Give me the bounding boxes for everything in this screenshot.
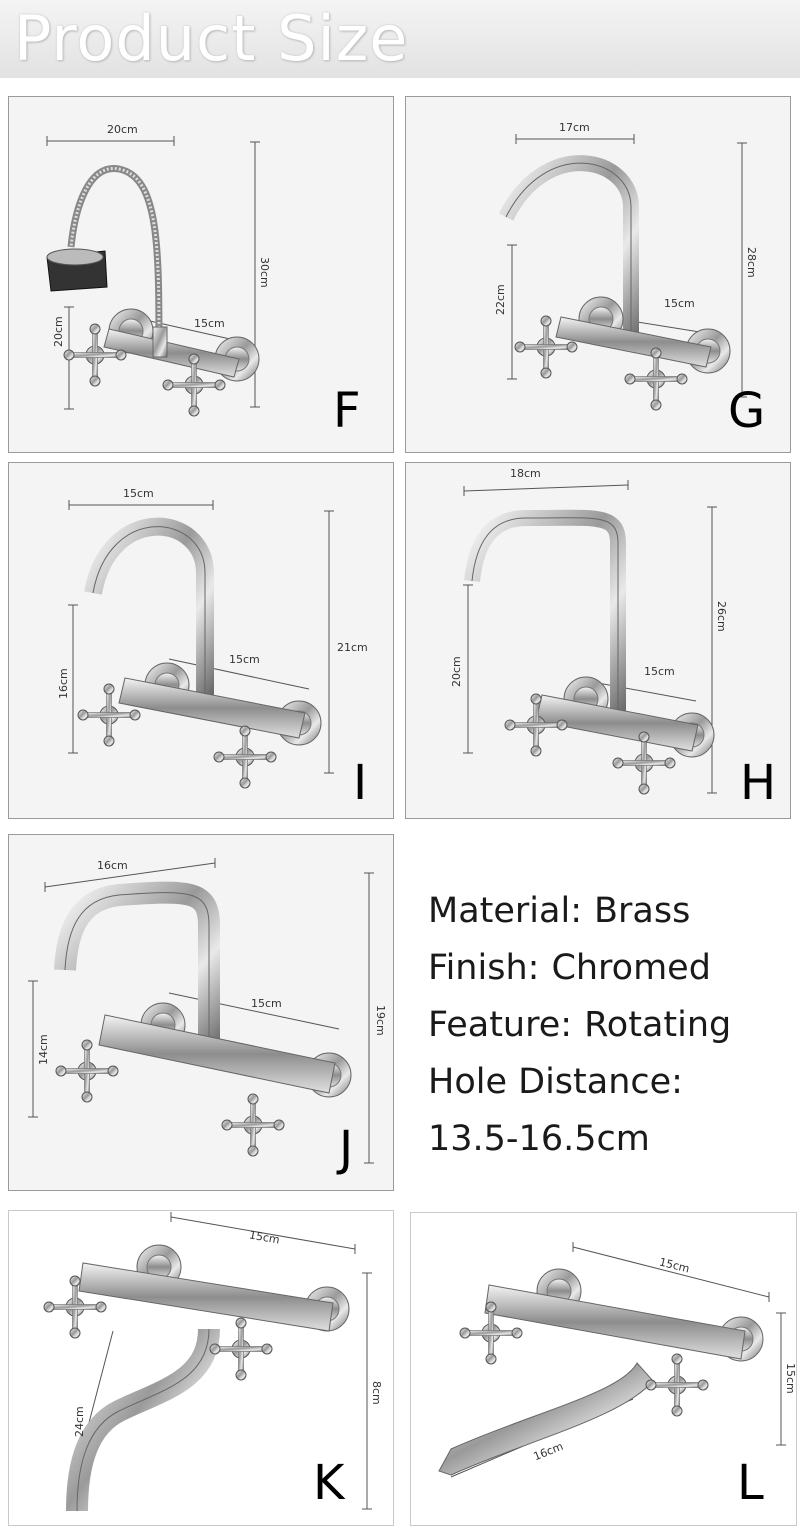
spec-label: Finish: bbox=[428, 948, 540, 988]
panel-letter: K bbox=[313, 1455, 345, 1511]
spec-hole-distance: Hole Distance: bbox=[428, 1054, 731, 1111]
dim-spout-height: 20cm bbox=[52, 316, 65, 347]
dim-width: 18cm bbox=[510, 467, 541, 480]
spec-list: Material: Brass Finish: Chromed Feature: Ro… bbox=[428, 883, 731, 1168]
faucet-panel-j: 16cm 19cm 14cm 15cm J bbox=[8, 834, 394, 1191]
dim-height: 19cm bbox=[374, 1005, 387, 1036]
dim-height: 15cm bbox=[784, 1363, 797, 1394]
dim-spout-height: 16cm bbox=[57, 668, 70, 699]
faucet-k-illustration bbox=[43, 1212, 372, 1512]
faucet-f-illustration bbox=[46, 136, 260, 417]
spec-value: 13.5-16.5cm bbox=[428, 1119, 650, 1159]
faucet-panel-g: 17cm 28cm 22cm 15cm G bbox=[405, 96, 791, 453]
panel-letter: L bbox=[737, 1455, 764, 1511]
dim-hole-distance: 15cm bbox=[194, 317, 225, 330]
spec-finish: Finish: Chromed bbox=[428, 940, 731, 997]
dim-width: 15cm bbox=[123, 487, 154, 500]
dim-height: 26cm bbox=[715, 601, 728, 632]
faucet-panel-f: 20cm 30cm 20cm 15cm F bbox=[8, 96, 394, 453]
faucet-panel-l: 15cm 15cm 16cm L bbox=[410, 1212, 797, 1526]
dim-hole-distance: 15cm bbox=[644, 665, 675, 678]
dim-height: 28cm bbox=[745, 247, 758, 278]
dim-hole-distance: 15cm bbox=[664, 297, 695, 310]
spec-feature: Feature: Rotating bbox=[428, 997, 731, 1054]
faucet-panel-i: 15cm 21cm 16cm 15cm I bbox=[8, 462, 394, 819]
dim-spout-length: 24cm bbox=[73, 1406, 86, 1437]
faucet-j-illustration bbox=[28, 858, 374, 1164]
panel-letter: G bbox=[728, 383, 766, 439]
spec-label: Feature: bbox=[428, 1005, 573, 1045]
faucet-panel-h: 18cm 26cm 20cm 15cm H bbox=[405, 462, 791, 819]
faucet-panel-k: 15cm 8cm 24cm K bbox=[8, 1210, 394, 1526]
dim-hole-distance: 15cm bbox=[251, 997, 282, 1010]
faucet-l-illustration bbox=[438, 1242, 786, 1478]
spec-material: Material: Brass bbox=[428, 883, 731, 940]
spec-hole-distance-value: 13.5-16.5cm bbox=[428, 1111, 731, 1168]
dim-hole-distance: 15cm bbox=[229, 653, 260, 666]
panel-letter: H bbox=[740, 755, 777, 811]
dim-height: 8cm bbox=[370, 1381, 383, 1405]
spec-value: Brass bbox=[593, 891, 691, 931]
dim-spout-height: 20cm bbox=[450, 656, 463, 687]
spec-label: Hole Distance: bbox=[428, 1062, 683, 1102]
spec-value: Rotating bbox=[584, 1005, 732, 1045]
dim-spout-height: 14cm bbox=[37, 1034, 50, 1065]
dim-height: 30cm bbox=[258, 257, 271, 288]
header-banner: Product Size bbox=[0, 0, 800, 78]
page-title: Product Size bbox=[14, 2, 409, 75]
panel-letter: F bbox=[333, 383, 361, 439]
faucet-h-illustration bbox=[463, 480, 717, 795]
dim-width: 17cm bbox=[559, 121, 590, 134]
panel-letter: I bbox=[353, 755, 368, 811]
dim-width: 20cm bbox=[107, 123, 138, 136]
dim-width: 16cm bbox=[97, 859, 128, 872]
faucet-g-illustration bbox=[498, 134, 747, 411]
dim-spout-height: 22cm bbox=[494, 284, 507, 315]
faucet-i-illustration bbox=[68, 500, 334, 789]
spec-label: Material: bbox=[428, 891, 582, 931]
dim-height: 21cm bbox=[337, 641, 368, 654]
panel-letter: J bbox=[339, 1121, 354, 1177]
spec-value: Chromed bbox=[551, 948, 711, 988]
